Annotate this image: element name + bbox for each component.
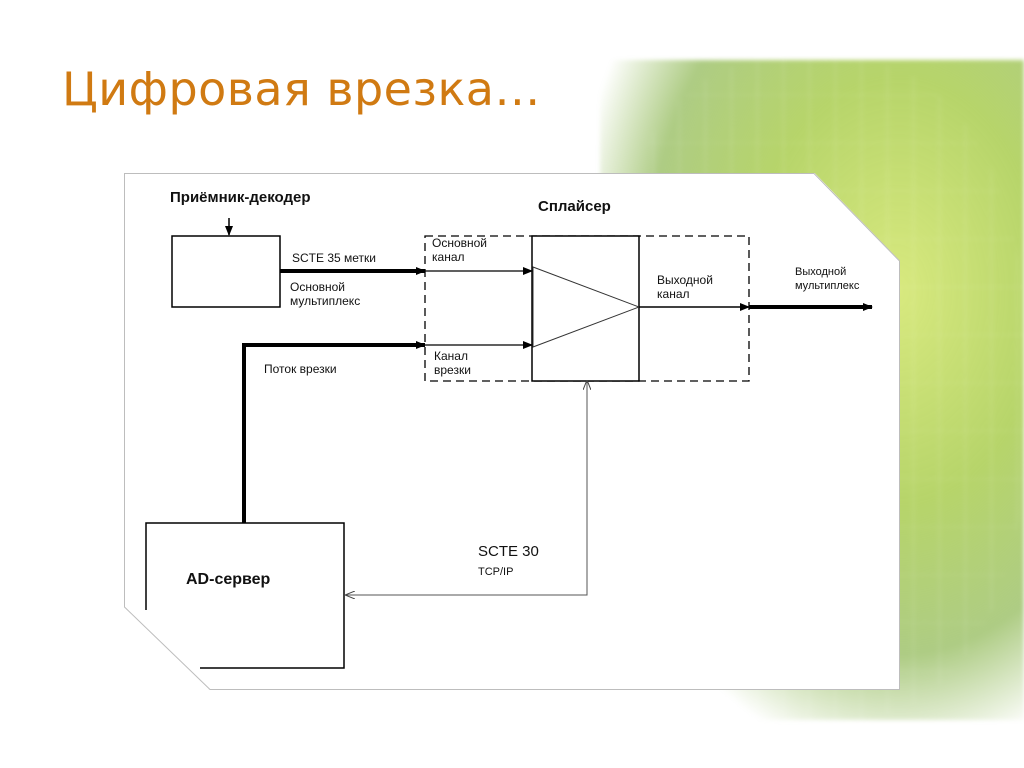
main-channel-label: Основной канал	[432, 236, 488, 264]
splice-stream-label: Поток врезки	[264, 362, 337, 376]
tcpip-label: TCP/IP	[478, 566, 514, 578]
receiver-decoder-box	[171, 235, 281, 308]
splicer-diagram	[145, 218, 873, 669]
slide-title: Цифровая врезка…	[62, 62, 541, 116]
splice-channel-label: Канал врезки	[434, 349, 471, 377]
scte30-label: SCTE 30	[478, 543, 539, 560]
output-channel-label: Выходной канал	[657, 273, 713, 301]
output-mux-label: Выходной мультиплекс	[795, 266, 860, 292]
receiver-title: Приёмник-декодер	[170, 189, 311, 206]
scte30-connection	[345, 381, 587, 596]
splicer-title: Сплайсер	[538, 198, 611, 215]
scte35-label: SCTE 35 метки	[292, 251, 376, 265]
splicer-box	[531, 235, 640, 382]
ad-server-box	[145, 522, 345, 669]
splice-stream-path	[242, 341, 426, 523]
main-mux-label: Основной мультиплекс	[290, 280, 361, 308]
ad-server-label: AD-сервер	[186, 571, 271, 588]
splicer-triangle	[532, 266, 641, 348]
